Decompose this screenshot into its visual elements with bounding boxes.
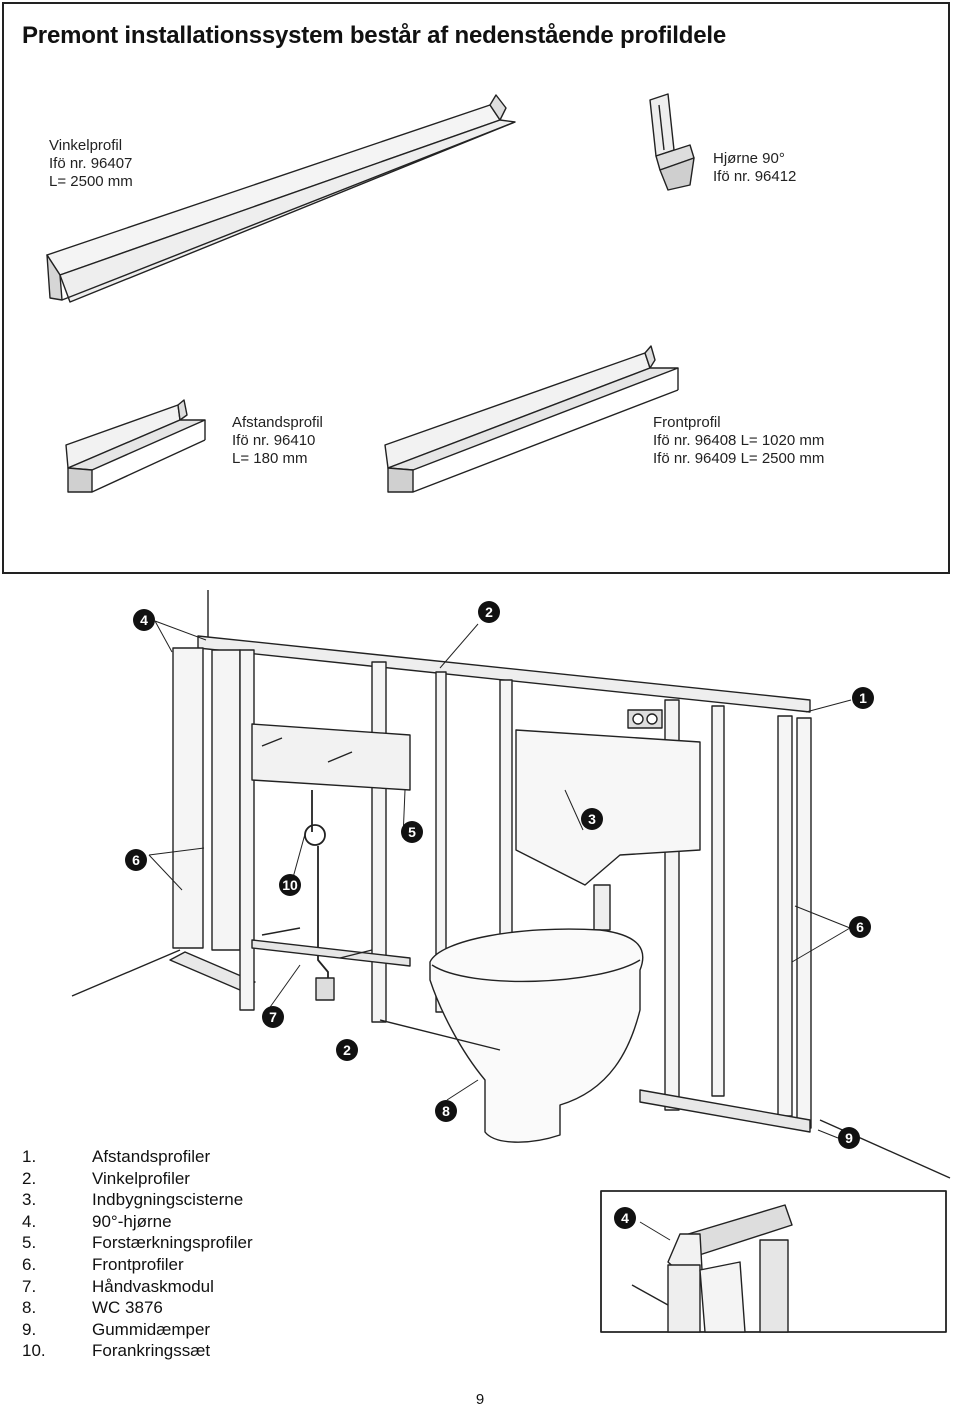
callout-10: 10 — [279, 874, 301, 896]
frontprofil-drawing — [384, 345, 679, 493]
callout-7: 7 — [262, 1006, 284, 1028]
legend-item: 8.WC 3876 — [22, 1298, 163, 1318]
callout-8: 8 — [435, 1100, 457, 1122]
legend-item: 9.Gummidæmper — [22, 1319, 211, 1339]
hjorne-drawing — [649, 93, 695, 191]
vinkelprofil-drawing — [46, 94, 516, 303]
assembly-drawing — [71, 590, 951, 1179]
callout-6-right: 6 — [849, 916, 871, 938]
callout-9: 9 — [838, 1127, 860, 1149]
legend-item: 2.Vinkelprofiler — [22, 1168, 190, 1188]
callout-4-detail: 4 — [614, 1207, 636, 1229]
corner-detail-drawing — [600, 1190, 947, 1333]
page-title: Premont installationssystem består af ne… — [22, 22, 727, 49]
callout-2: 2 — [478, 601, 500, 623]
callout-3: 3 — [581, 808, 603, 830]
afstandsprofil-drawing — [65, 399, 206, 493]
legend-item: 3.Indbygningscisterne — [22, 1190, 244, 1210]
callout-6-left: 6 — [125, 849, 147, 871]
callout-1: 1 — [852, 687, 874, 709]
legend-item: 1.Afstandsprofiler — [22, 1147, 211, 1166]
legend-item: 7.Håndvaskmodul — [22, 1276, 214, 1296]
legend-item: 5.Forstærkningsprofiler — [22, 1233, 253, 1253]
callout-4: 4 — [133, 609, 155, 631]
legend-item: 4.90°-hjørne — [22, 1211, 172, 1231]
part-label-hjorne: Hjørne 90°Ifö nr. 96412 — [713, 150, 797, 185]
parts-legend: 1.Afstandsprofiler 2.Vinkelprofiler 3.In… — [22, 1146, 253, 1362]
legend-item: 6.Frontprofiler — [22, 1254, 184, 1274]
parts-box — [2, 2, 950, 574]
callout-2-bottom: 2 — [336, 1039, 358, 1061]
callout-5: 5 — [401, 821, 423, 843]
page-number: 9 — [475, 1391, 485, 1408]
legend-item: 10.Forankringssæt — [22, 1341, 211, 1361]
